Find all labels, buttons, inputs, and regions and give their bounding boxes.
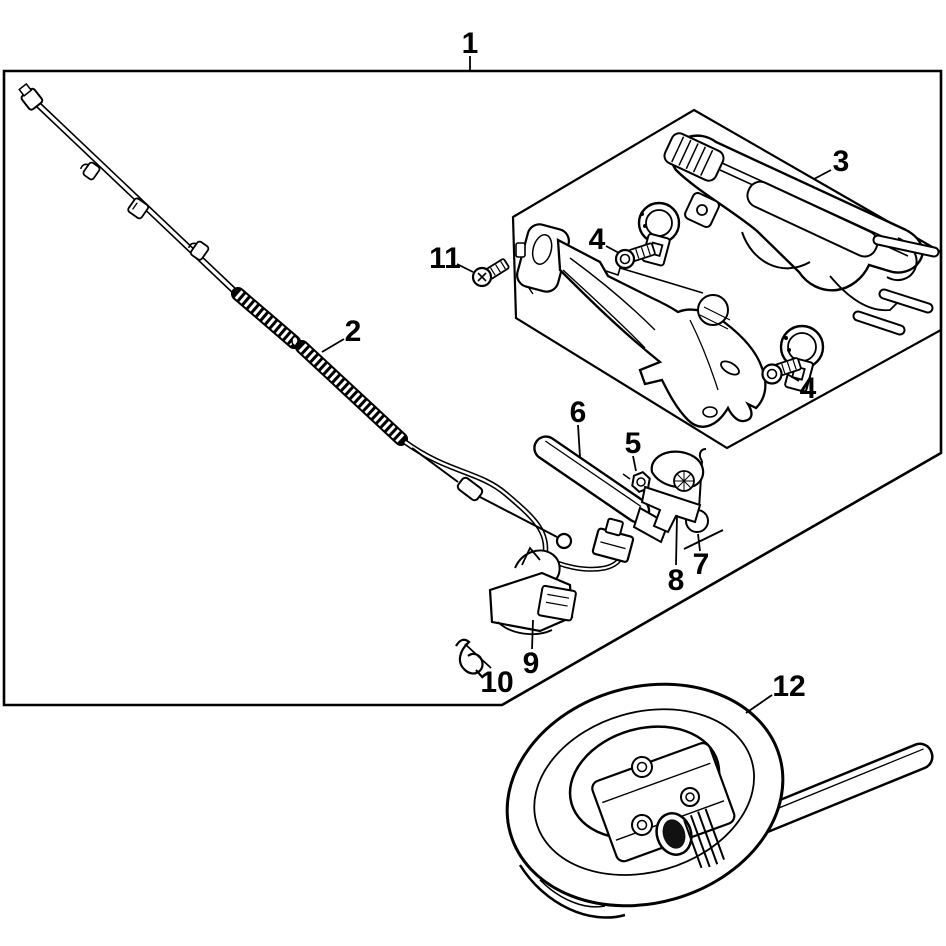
leader-line-3 — [813, 169, 832, 180]
callout-5: 5 — [625, 427, 642, 460]
callout-7: 7 — [693, 548, 710, 581]
cable-ferrule — [456, 476, 484, 502]
callout-3: 3 — [833, 145, 850, 178]
housing-boss — [684, 192, 720, 228]
clamp-bore — [655, 812, 693, 856]
leader-line-6 — [577, 424, 581, 458]
cable-clip-3 — [187, 240, 210, 261]
leader-line-2 — [321, 338, 345, 353]
cable-spring-coil — [231, 287, 408, 446]
callout-12: 12 — [772, 670, 805, 703]
assembly-box-outline — [2, 69, 943, 707]
leader-line-8 — [675, 514, 678, 566]
cable-inner-rod-b — [479, 496, 558, 538]
bracket-8 — [640, 450, 705, 534]
rod-ball-end — [555, 532, 573, 550]
leader-line-11 — [456, 263, 474, 273]
leader-line-9 — [531, 619, 534, 650]
cable-clip-1 — [79, 161, 101, 181]
cable-end-fitting — [18, 82, 44, 111]
callout-8: 8 — [668, 564, 685, 597]
leader-line-10 — [464, 643, 492, 669]
spring-10 — [455, 638, 484, 679]
clamp-screw-1 — [631, 756, 653, 778]
leader-line-4-upper — [605, 245, 620, 254]
part-handle-housing-lower — [515, 223, 767, 428]
cable-inner-rod-a — [411, 447, 459, 483]
screw-4-lower — [761, 357, 802, 385]
switch-assembly-9 — [488, 517, 635, 636]
callout-10: 10 — [480, 666, 513, 699]
callout-2: 2 — [345, 315, 362, 348]
housing-slot — [746, 180, 879, 258]
part-throttle-cable — [18, 82, 623, 600]
spring-7 — [683, 448, 724, 550]
part-handle-housing-upper — [663, 132, 940, 336]
housing-prong-tubes — [852, 234, 940, 336]
loop-handle-12 — [505, 682, 934, 919]
housing-arch — [741, 231, 811, 270]
leader-line-7 — [697, 533, 701, 552]
screw-11 — [471, 258, 510, 288]
cable-line-a — [39, 102, 239, 292]
leader-line-5 — [632, 455, 637, 472]
clamp-screw-2 — [680, 787, 700, 807]
trigger-6 — [533, 435, 670, 544]
callout-11: 11 — [429, 242, 461, 275]
callout-4-lower: 4 — [800, 372, 817, 405]
stop-switch-block — [591, 517, 635, 563]
callout-6: 6 — [570, 396, 587, 429]
cable-clip-2 — [127, 197, 150, 220]
housing-top-notch — [697, 294, 729, 326]
leader-line-4-lower — [786, 373, 800, 382]
callout-4-upper: 4 — [589, 223, 606, 256]
housing-plate-outline — [511, 108, 943, 450]
clamp-screw-3 — [631, 814, 653, 836]
clamp-rib-sleeve — [683, 808, 725, 869]
leader-line-12 — [745, 694, 773, 714]
leader-lines — [321, 56, 832, 714]
callout-9: 9 — [523, 647, 540, 680]
screw-4-upper — [614, 242, 656, 270]
callout-1: 1 — [462, 27, 479, 60]
housing-ribbed-connector — [663, 132, 725, 182]
housing-lower-shell — [556, 238, 767, 428]
